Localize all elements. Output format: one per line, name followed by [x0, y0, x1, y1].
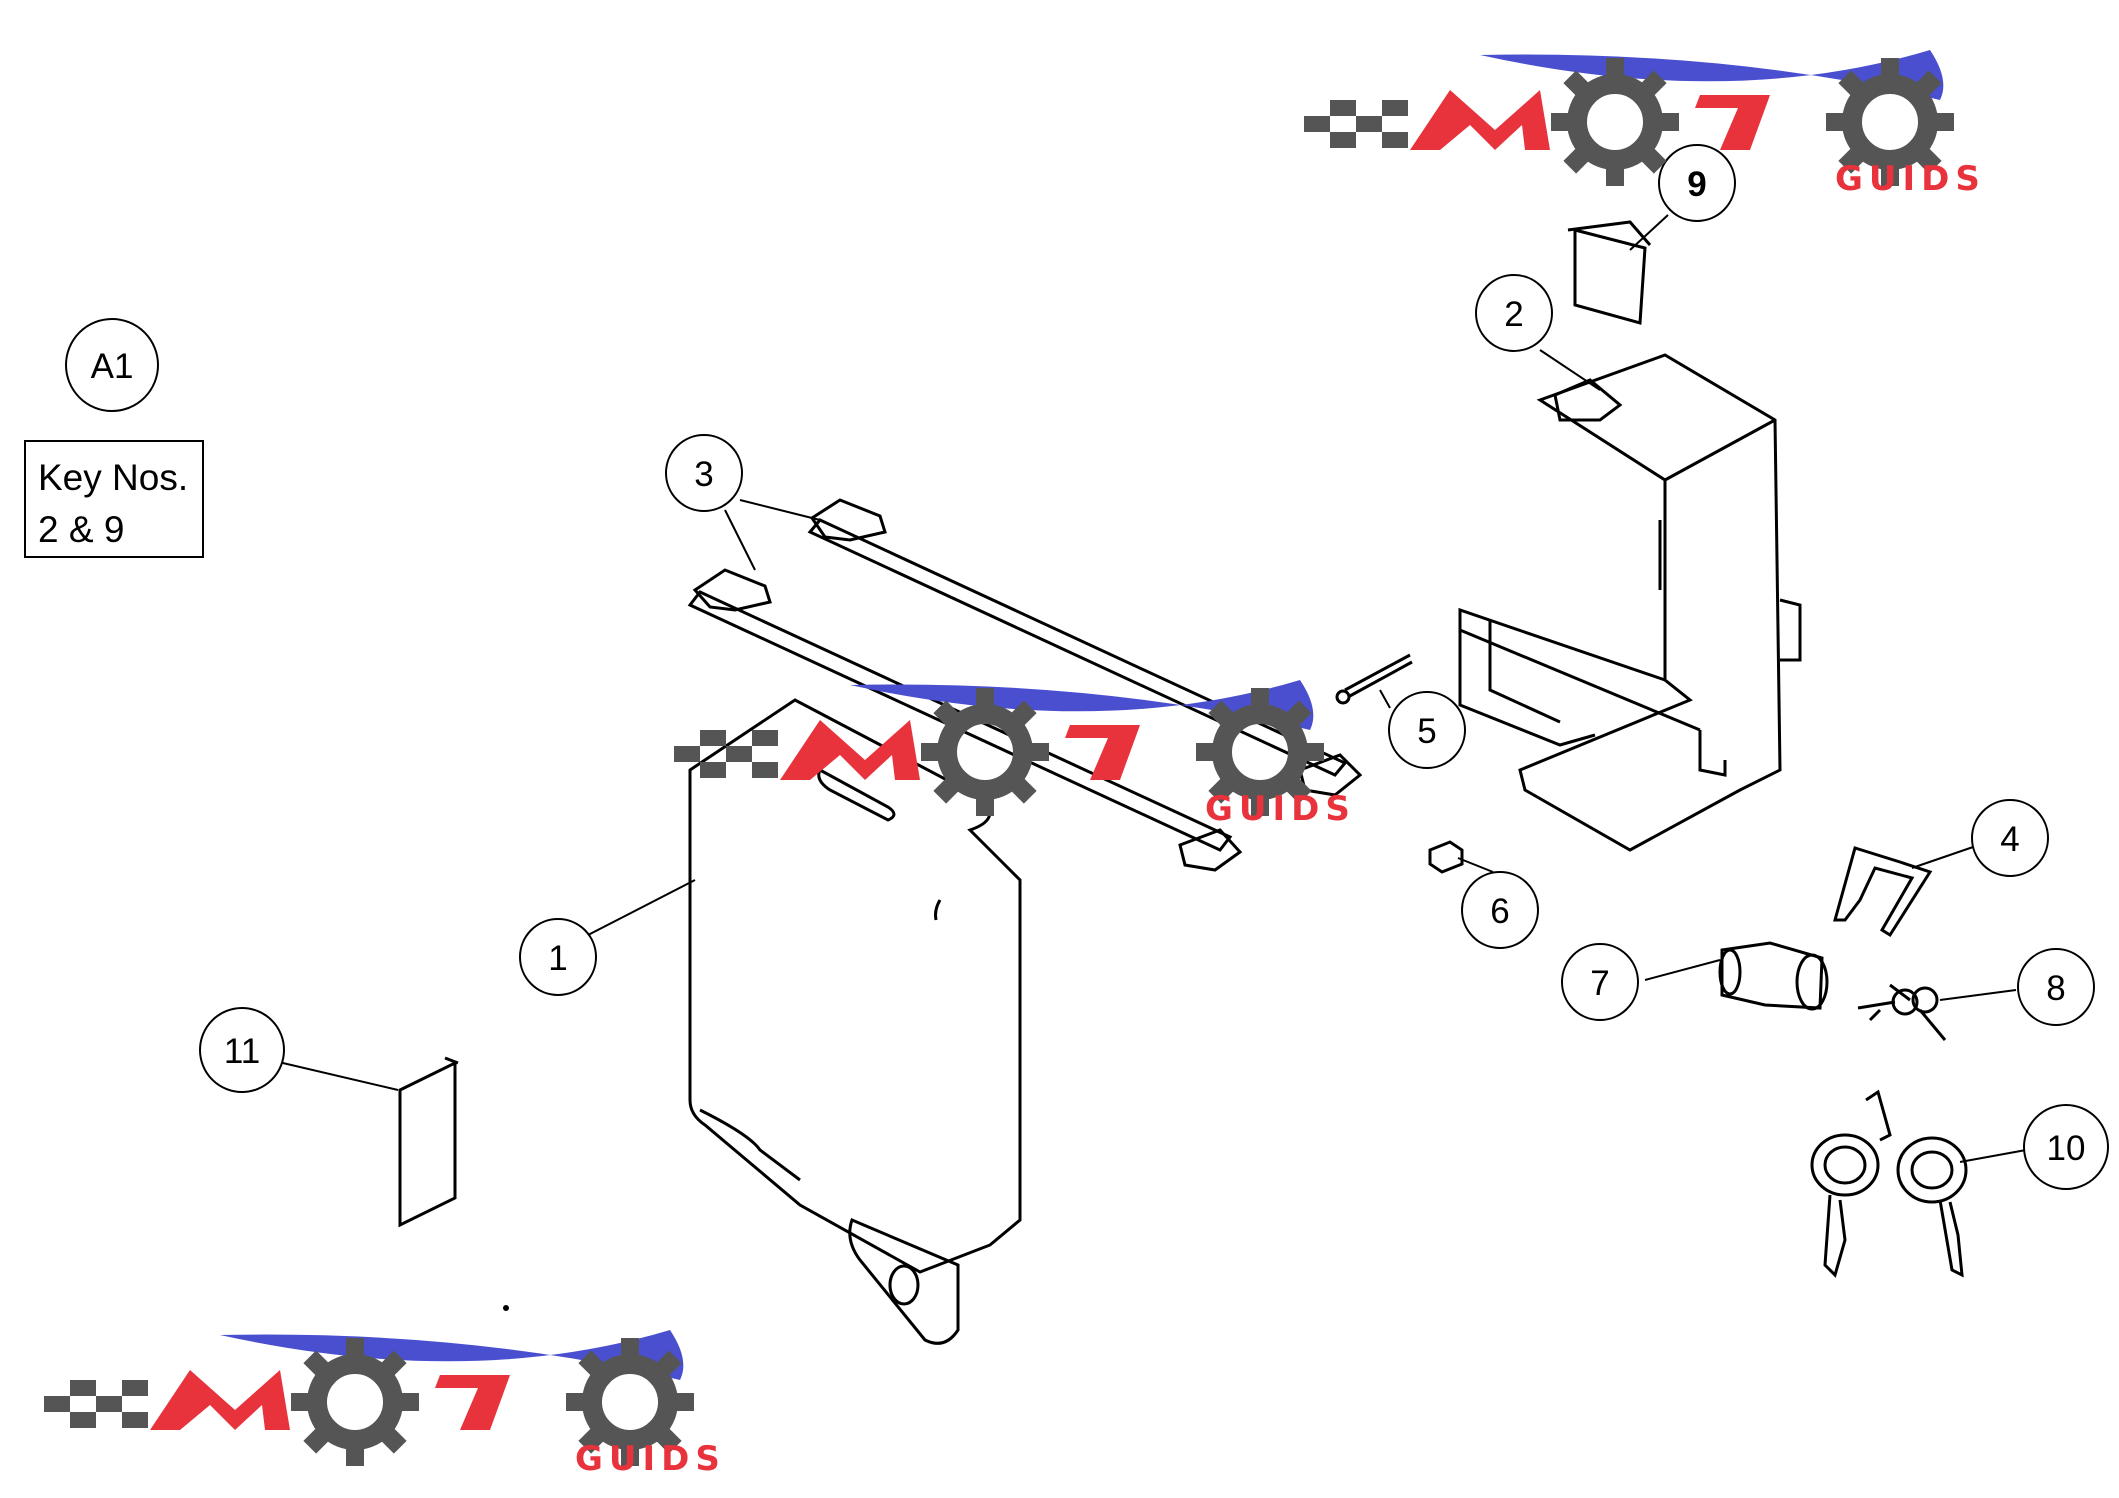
callout-6-circle [1461, 871, 1539, 949]
part-7-lock-cylinder [1718, 941, 1829, 1011]
part-2-bracket [1458, 353, 1802, 852]
view-label: A1 [91, 347, 134, 386]
part-10-key-set [1810, 1089, 1968, 1278]
callout-8-circle [2017, 948, 2095, 1026]
part-6-nut [1428, 840, 1464, 874]
watermark-logo-center: GUIDS [674, 680, 1356, 829]
callout-1: 1 [548, 939, 567, 978]
callout-10: 10 [2047, 1129, 2086, 1168]
part-4-clip [1833, 846, 1933, 938]
key-note-box: Key Nos. 2 & 9 [24, 440, 204, 558]
dot-mark [503, 1305, 509, 1311]
callout-11-circle [199, 1007, 285, 1093]
callouts [65, 144, 2109, 1190]
callout-8: 8 [2046, 969, 2065, 1008]
callout-1-circle [519, 918, 597, 996]
view-label-circle [65, 318, 159, 412]
svg-text:GUIDS: GUIDS [1205, 789, 1356, 829]
callout-10-circle [2023, 1104, 2109, 1190]
callout-2: 2 [1504, 295, 1523, 334]
svg-text:GUIDS: GUIDS [575, 1439, 726, 1479]
callout-3: 3 [694, 455, 713, 494]
callout-5-circle [1388, 691, 1466, 769]
callout-9-circle [1658, 144, 1736, 222]
callout-7: 7 [1590, 964, 1609, 1003]
watermark-logo-bottom: GUIDS [44, 1330, 726, 1479]
callout-7-circle [1561, 943, 1639, 1021]
callout-11: 11 [224, 1032, 260, 1071]
callout-5: 5 [1417, 712, 1436, 751]
callout-4: 4 [2000, 820, 2019, 859]
part-11-pad [398, 1056, 459, 1228]
part-5-bolt [1335, 653, 1413, 705]
key-note-line1: Key Nos. [38, 457, 189, 498]
watermark-logo-top: GUIDS [1304, 50, 1986, 199]
svg-text:GUIDS: GUIDS [1835, 159, 1986, 199]
callout-3-circle [665, 434, 743, 512]
callout-4-circle [1971, 799, 2049, 877]
callout-2-circle [1475, 274, 1553, 352]
callout-6: 6 [1490, 892, 1509, 931]
part-8-keys [1857, 983, 1947, 1041]
part-9-tab [1567, 220, 1652, 325]
callout-9: 9 [1687, 165, 1706, 204]
callout-labels: 1 2 3 4 5 6 7 8 9 10 11 A1 [91, 165, 2086, 1168]
leader-lines [269, 214, 2027, 1163]
key-note-line2: 2 & 9 [38, 509, 125, 550]
